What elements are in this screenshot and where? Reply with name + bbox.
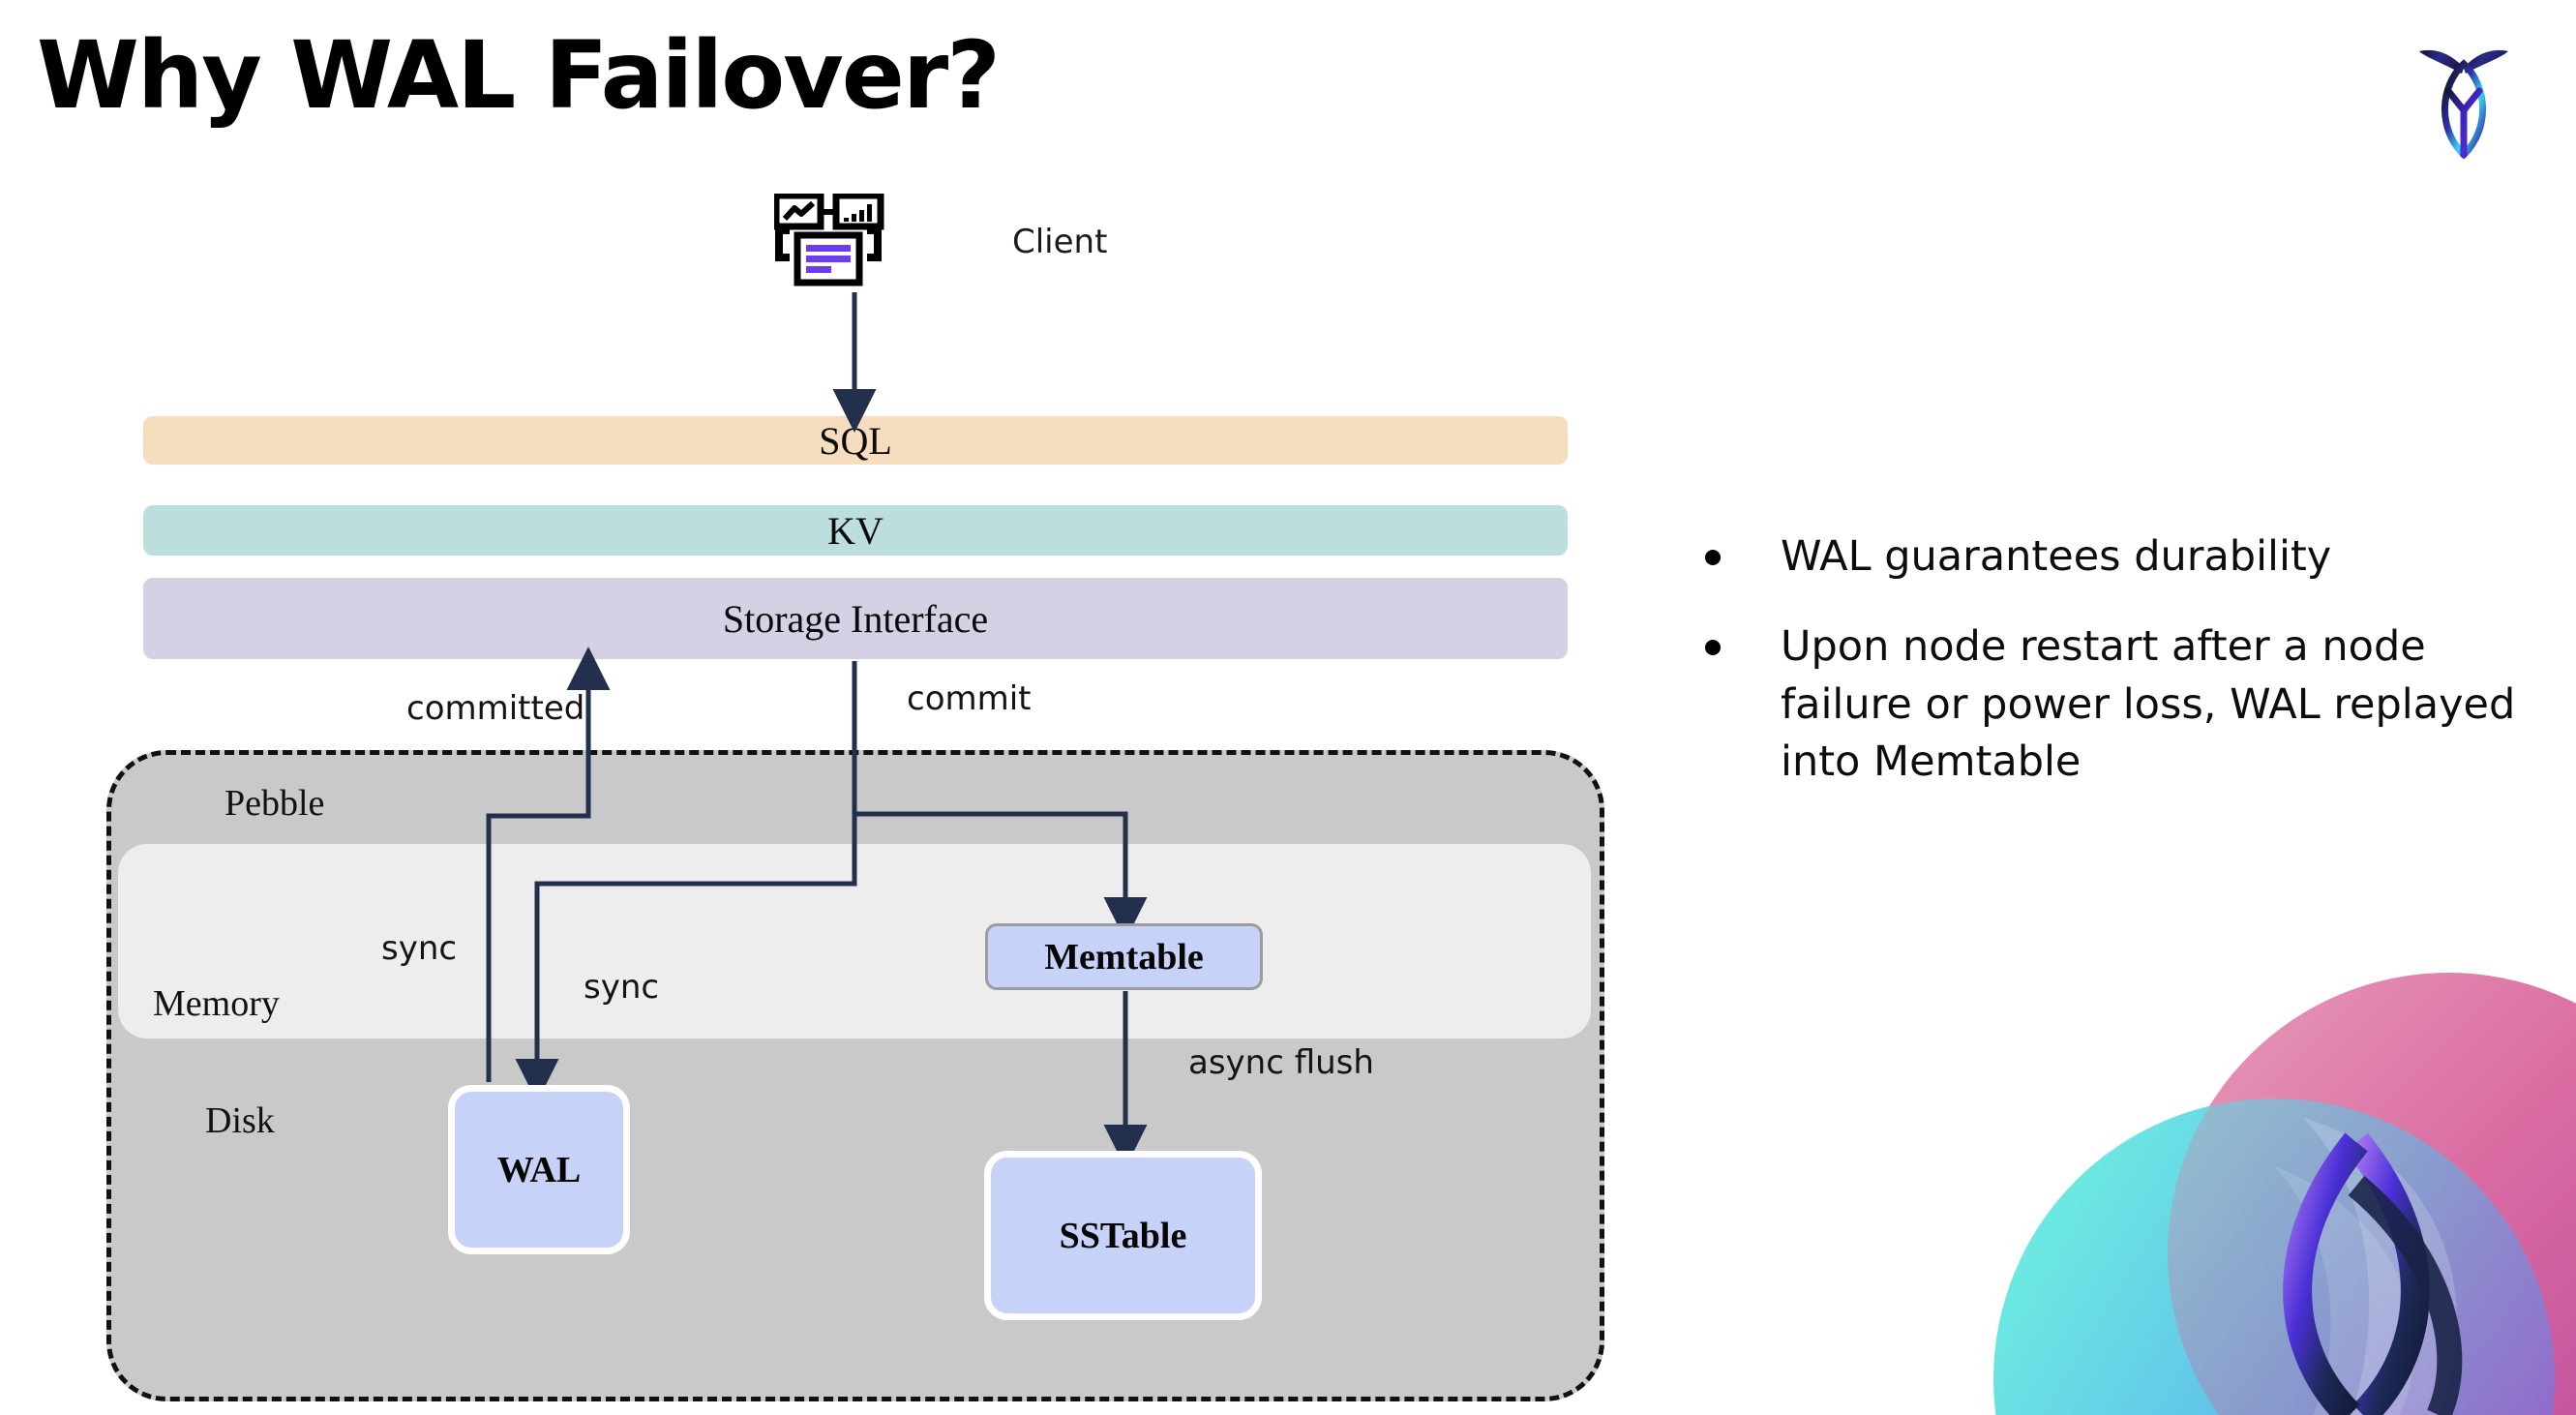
bullet-list: WAL guarantees durability Upon node rest…: [1705, 528, 2537, 824]
client-dashboard-icon: [772, 192, 929, 290]
bullet-dot-icon: [1705, 550, 1721, 565]
layer-bar-storage-label: Storage Interface: [722, 596, 989, 641]
list-item: Upon node restart after a node failure o…: [1705, 618, 2537, 791]
edge-label-committed: committed: [406, 689, 585, 728]
page-title: Why WAL Failover?: [37, 21, 1001, 130]
node-sstable: SSTable: [984, 1151, 1262, 1320]
pebble-label: Pebble: [225, 783, 325, 824]
layer-bar-sql: SQL: [143, 416, 1568, 465]
memory-label: Memory: [153, 983, 280, 1024]
cockroachdb-logo-icon: [2406, 35, 2522, 160]
client-label: Client: [1012, 223, 1108, 261]
node-memtable: Memtable: [985, 923, 1263, 990]
cockroachdb-decorative-circles-icon: [1984, 924, 2576, 1415]
node-memtable-label: Memtable: [1044, 936, 1204, 978]
node-wal: WAL: [448, 1085, 630, 1254]
node-wal-label: WAL: [496, 1149, 582, 1190]
edge-label-async-flush: async flush: [1188, 1043, 1374, 1082]
bullet-dot-icon: [1705, 640, 1721, 656]
node-sstable-label: SSTable: [1059, 1215, 1187, 1256]
layer-bar-storage-interface: Storage Interface: [143, 578, 1568, 659]
bullet-text: Upon node restart after a node failure o…: [1781, 622, 2516, 786]
edge-label-commit: commit: [907, 679, 1032, 718]
list-item: WAL guarantees durability: [1705, 528, 2537, 586]
edge-label-sync-wal: sync: [584, 968, 660, 1007]
layer-bar-sql-label: SQL: [819, 418, 892, 463]
layer-bar-kv: KV: [143, 505, 1568, 556]
edge-label-sync-committed: sync: [381, 929, 458, 968]
bullet-text: WAL guarantees durability: [1781, 532, 2332, 581]
memory-region: [118, 844, 1591, 1039]
layer-bar-kv-label: KV: [827, 508, 884, 553]
disk-label: Disk: [205, 1100, 275, 1141]
